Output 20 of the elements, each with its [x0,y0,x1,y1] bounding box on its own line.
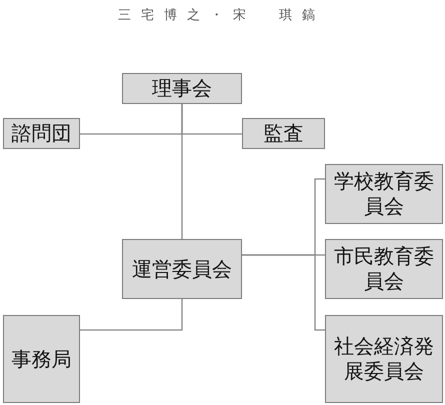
org-box [122,73,242,104]
org-box [325,164,443,224]
node-label: 学校教育委員会 [333,169,435,219]
org-box [325,315,443,403]
connector-line [242,254,325,331]
org-box [325,239,443,299]
author-header: 三宅博之・宋 琪鎬 [118,7,325,24]
node-label: 理事会 [152,76,212,101]
org-box [122,239,242,299]
connector-line [181,104,242,135]
connector-line [80,299,183,331]
org-box [3,315,80,403]
node-label: 運営委員会 [132,256,232,282]
node-label: 社会経済発展委員会 [333,334,435,384]
org-box [3,118,80,149]
node-label: 監査 [264,121,304,146]
org-box [242,118,325,149]
node-label: 諮問団 [12,121,72,146]
node-label: 市民教育委員会 [333,244,435,294]
node-label: 事務局 [12,346,72,372]
